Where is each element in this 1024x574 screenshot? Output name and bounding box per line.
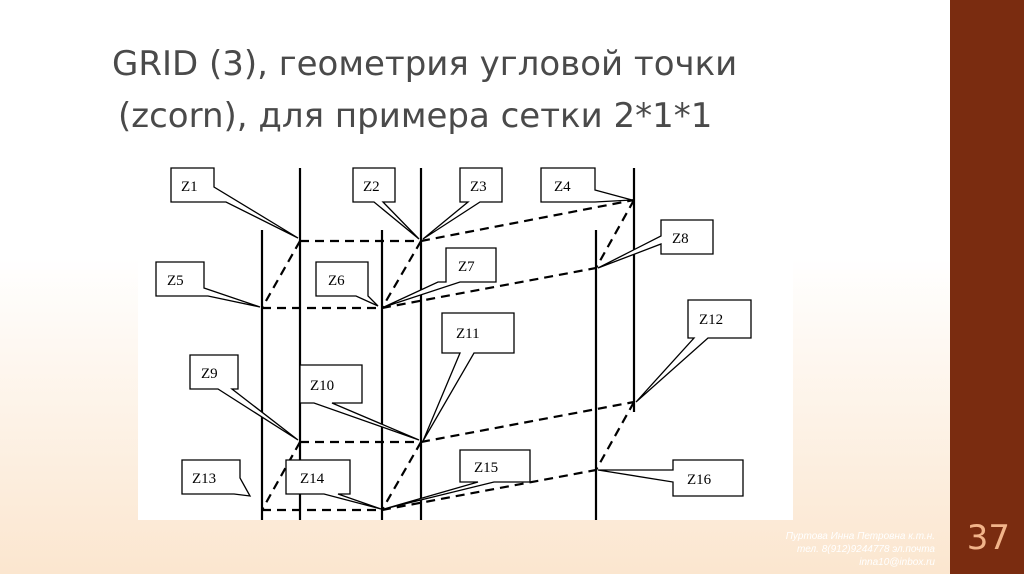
- label-z5: Z5: [167, 273, 184, 289]
- footer-line-2: тел. 8(912)9244778 эл.почта: [796, 544, 935, 555]
- bottom-side-edge-2: [381, 441, 422, 511]
- label-z11: Z11: [456, 326, 480, 342]
- callout-z4: [540, 167, 633, 203]
- callout-z12: [635, 299, 752, 403]
- callout-z2: [352, 167, 420, 240]
- label-z13: Z13: [192, 471, 216, 487]
- slide-title: GRID (3), геометрия угловой точки (zcorn…: [112, 38, 912, 142]
- label-z9: Z9: [201, 366, 218, 382]
- bottom-back-edge-2: [420, 400, 635, 444]
- callout-z11: [422, 312, 515, 442]
- callout-z1: [170, 167, 299, 239]
- label-z10: Z10: [310, 378, 334, 394]
- zcorn-diagram: Z1 Z2 Z3 Z4 Z5 Z6 Z7 Z8 Z9 Z10 Z11 Z12 Z…: [138, 160, 793, 520]
- label-z15: Z15: [474, 460, 498, 476]
- callout-z9: [189, 354, 299, 441]
- author-footer: Пуртова Инна Петровна к.т.н. тел. 8(912)…: [690, 530, 935, 569]
- callout-z16: [597, 459, 744, 497]
- callout-z7: [383, 247, 497, 308]
- callout-z10: [299, 364, 420, 441]
- sidebar-band: 37: [950, 0, 1024, 574]
- title-line-1: GRID (3), геометрия угловой точки: [112, 44, 738, 84]
- zcorn-diagram-svg: Z1 Z2 Z3 Z4 Z5 Z6 Z7 Z8 Z9 Z10 Z11 Z12 Z…: [155, 167, 752, 520]
- bottom-side-edge-3: [595, 401, 635, 471]
- label-z8: Z8: [672, 231, 689, 247]
- top-side-edge-2: [381, 240, 422, 309]
- label-z2: Z2: [363, 179, 380, 195]
- label-z14: Z14: [300, 471, 325, 487]
- footer-line-3: inna10@inbox.ru: [859, 557, 935, 568]
- callout-z6: [315, 261, 379, 307]
- label-z12: Z12: [699, 312, 723, 328]
- top-side-edge-1: [261, 240, 301, 309]
- slide-number: 37: [966, 518, 1010, 558]
- callout-z14: [285, 459, 382, 510]
- callout-z15: [383, 449, 531, 510]
- callout-z8: [597, 219, 714, 269]
- callout-z5: [155, 261, 261, 308]
- bottom-front-edge-2: [381, 468, 597, 512]
- title-line-2: (zcorn), для примера сетки 2*1*1: [118, 96, 713, 136]
- footer-line-1: Пуртова Инна Петровна к.т.н.: [785, 531, 935, 542]
- top-back-edge-2: [420, 198, 635, 243]
- callout-z13: [181, 459, 252, 497]
- top-front-edge-2: [381, 266, 597, 310]
- label-z6: Z6: [328, 273, 345, 289]
- label-z16: Z16: [687, 472, 712, 488]
- label-z7: Z7: [458, 259, 475, 275]
- label-z1: Z1: [181, 179, 198, 195]
- bottom-side-edge-1: [261, 441, 301, 511]
- callout-z3: [422, 167, 503, 240]
- top-side-edge-3: [595, 199, 635, 269]
- label-z3: Z3: [470, 179, 487, 195]
- label-z4: Z4: [554, 179, 571, 195]
